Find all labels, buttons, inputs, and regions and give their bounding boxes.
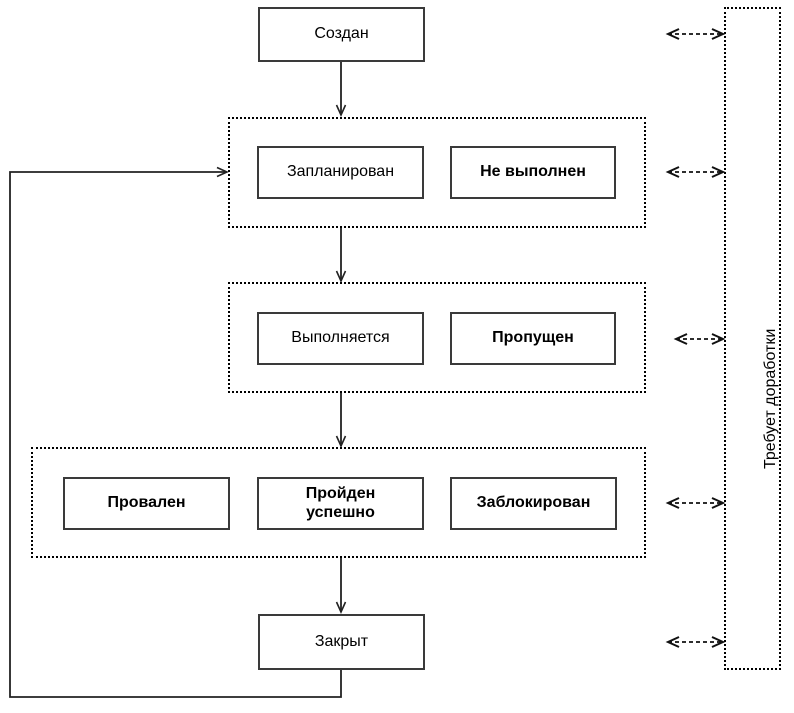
group-box-planned	[228, 117, 646, 228]
state-box-skipped[interactable]: Пропущен	[450, 312, 616, 365]
state-box-closed[interactable]: Закрыт	[258, 614, 425, 670]
side-panel-rework: Требует доработки	[724, 7, 781, 670]
state-box-in-progress[interactable]: Выполняется	[257, 312, 424, 365]
group-box-in-progress	[228, 282, 646, 393]
edge-closed-loopback-to-planned-group	[9, 166, 342, 698]
side-panel-rework-label: Требует доработки	[762, 328, 779, 469]
state-box-blocked[interactable]: Заблокирован	[450, 477, 617, 530]
state-box-planned[interactable]: Запланирован	[257, 146, 424, 199]
group-box-results	[31, 447, 646, 558]
state-box-failed[interactable]: Провален	[63, 477, 230, 530]
state-box-not-executed[interactable]: Не выполнен	[450, 146, 616, 199]
state-box-passed[interactable]: Пройден успешно	[257, 477, 424, 530]
state-box-created[interactable]: Создан	[258, 7, 425, 62]
